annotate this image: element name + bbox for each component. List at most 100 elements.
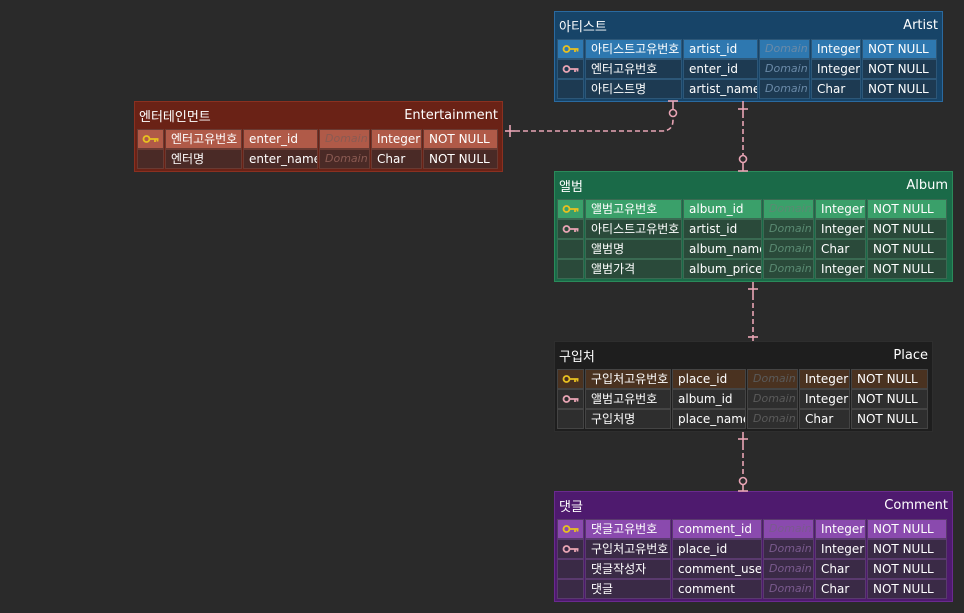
null-constraint-cell[interactable]: NOT NULL bbox=[862, 39, 937, 59]
logical-name-cell[interactable]: 아티스트고유번호 bbox=[585, 219, 682, 239]
data-type-cell[interactable]: Char bbox=[811, 79, 861, 99]
data-type-cell[interactable]: Integer bbox=[815, 199, 866, 219]
domain-cell[interactable]: Domain bbox=[319, 129, 370, 149]
domain-cell[interactable]: Domain bbox=[763, 519, 814, 539]
null-constraint-cell[interactable]: NOT NULL bbox=[867, 579, 947, 599]
domain-cell[interactable]: Domain bbox=[747, 389, 798, 409]
null-constraint-cell[interactable]: NOT NULL bbox=[862, 59, 937, 79]
null-constraint-cell[interactable]: NOT NULL bbox=[423, 129, 498, 149]
domain-cell[interactable]: Domain bbox=[763, 199, 814, 219]
data-type-cell[interactable]: Integer bbox=[811, 59, 861, 79]
data-type-cell[interactable]: Char bbox=[815, 579, 866, 599]
domain-cell[interactable]: Domain bbox=[763, 259, 814, 279]
column-name-cell[interactable]: comment_user bbox=[672, 559, 762, 579]
null-constraint-cell[interactable]: NOT NULL bbox=[867, 219, 947, 239]
column-name-cell[interactable]: album_price bbox=[683, 259, 762, 279]
data-type-cell[interactable]: Integer bbox=[799, 369, 850, 389]
logical-name-cell[interactable]: 엔터명 bbox=[165, 149, 242, 169]
data-type-cell[interactable]: Integer bbox=[799, 389, 850, 409]
data-type-cell[interactable]: Integer bbox=[815, 259, 866, 279]
logical-name-cell[interactable]: 구입처고유번호 bbox=[585, 539, 671, 559]
domain-cell[interactable]: Domain bbox=[747, 409, 798, 429]
column-name-cell[interactable]: artist_id bbox=[683, 39, 758, 59]
logical-name-cell[interactable]: 구입처고유번호 bbox=[585, 369, 671, 389]
column-name-cell[interactable]: comment bbox=[672, 579, 762, 599]
null-constraint-cell[interactable]: NOT NULL bbox=[867, 559, 947, 579]
data-type-cell[interactable]: Char bbox=[815, 239, 866, 259]
logical-name-cell[interactable]: 아티스트명 bbox=[585, 79, 682, 99]
column-name-cell[interactable]: artist_id bbox=[683, 219, 762, 239]
data-type-cell[interactable]: Integer bbox=[811, 39, 861, 59]
domain-cell[interactable]: Domain bbox=[763, 539, 814, 559]
null-constraint-cell[interactable]: NOT NULL bbox=[851, 369, 928, 389]
logical-name-cell[interactable]: 앨범가격 bbox=[585, 259, 682, 279]
domain-cell[interactable]: Domain bbox=[759, 79, 810, 99]
logical-name-cell[interactable]: 엔터고유번호 bbox=[165, 129, 242, 149]
column-name-cell[interactable]: place_name bbox=[672, 409, 746, 429]
logical-name-cell[interactable]: 엔터고유번호 bbox=[585, 59, 682, 79]
column-name-cell[interactable]: comment_id bbox=[672, 519, 762, 539]
domain-cell[interactable]: Domain bbox=[763, 219, 814, 239]
null-constraint-cell[interactable]: NOT NULL bbox=[851, 409, 928, 429]
data-type-cell[interactable]: Integer bbox=[815, 519, 866, 539]
null-constraint-cell[interactable]: NOT NULL bbox=[867, 199, 947, 219]
null-constraint-cell[interactable]: NOT NULL bbox=[867, 259, 947, 279]
logical-name-cell[interactable]: 댓글 bbox=[585, 579, 671, 599]
logical-name-cell[interactable]: 구입처명 bbox=[585, 409, 671, 429]
data-type-cell[interactable]: Char bbox=[799, 409, 850, 429]
column-name-cell[interactable]: album_id bbox=[672, 389, 746, 409]
column-name-cell[interactable]: artist_name bbox=[683, 79, 758, 99]
logical-name-cell[interactable]: 앨범고유번호 bbox=[585, 389, 671, 409]
data-type-cell[interactable]: Integer bbox=[371, 129, 422, 149]
null-constraint-cell[interactable]: NOT NULL bbox=[867, 539, 947, 559]
null-constraint-cell[interactable]: NOT NULL bbox=[423, 149, 498, 169]
logical-name-cell[interactable]: 댓글작성자 bbox=[585, 559, 671, 579]
domain-cell[interactable]: Domain bbox=[759, 39, 810, 59]
domain-cell[interactable]: Domain bbox=[763, 239, 814, 259]
column-name-cell[interactable]: album_name bbox=[683, 239, 762, 259]
domain-cell[interactable]: Domain bbox=[759, 59, 810, 79]
logical-name-cell[interactable]: 댓글고유번호 bbox=[585, 519, 671, 539]
domain-cell[interactable]: Domain bbox=[747, 369, 798, 389]
column-name-cell[interactable]: enter_name bbox=[243, 149, 318, 169]
null-constraint-cell[interactable]: NOT NULL bbox=[862, 79, 937, 99]
data-type-cell[interactable]: Char bbox=[371, 149, 422, 169]
data-type-cell[interactable]: Integer bbox=[815, 539, 866, 559]
null-constraint-cell[interactable]: NOT NULL bbox=[851, 389, 928, 409]
column-name-cell[interactable]: place_id bbox=[672, 539, 762, 559]
logical-name-cell[interactable]: 아티스트고유번호 bbox=[585, 39, 682, 59]
logical-name-cell[interactable]: 앨범명 bbox=[585, 239, 682, 259]
null-constraint-cell[interactable]: NOT NULL bbox=[867, 239, 947, 259]
column-name-cell[interactable]: album_id bbox=[683, 199, 762, 219]
domain-cell[interactable]: Domain bbox=[763, 559, 814, 579]
data-type-cell[interactable]: Integer bbox=[815, 219, 866, 239]
null-constraint-cell[interactable]: NOT NULL bbox=[867, 519, 947, 539]
logical-name-cell[interactable]: 앨범고유번호 bbox=[585, 199, 682, 219]
domain-cell[interactable]: Domain bbox=[319, 149, 370, 169]
